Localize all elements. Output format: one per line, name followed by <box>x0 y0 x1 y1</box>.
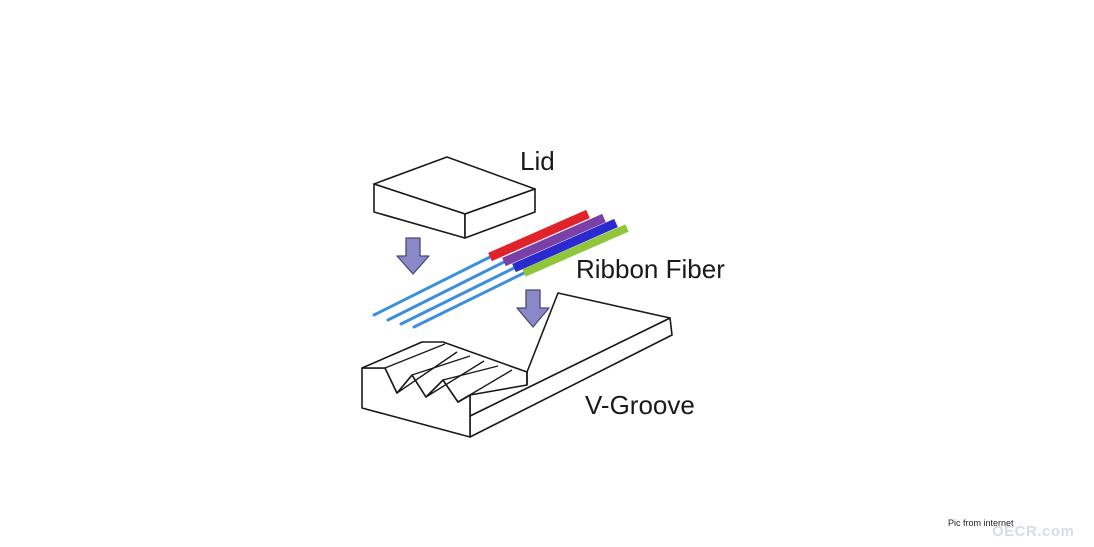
lid-block <box>373 156 536 239</box>
groove-ridge <box>384 343 446 369</box>
lid-side-face <box>464 188 536 239</box>
jacket-purple <box>502 213 606 267</box>
v-groove-label: V-Groove <box>585 390 695 420</box>
fiber-core <box>386 260 506 322</box>
ribbon-fiber <box>372 209 629 329</box>
image-caption: Pic from internet <box>948 518 1014 528</box>
v-groove-substrate <box>361 292 673 438</box>
jacket-green <box>522 224 629 277</box>
down-arrow-icon <box>516 289 550 328</box>
fiber-core <box>412 271 526 329</box>
fiber-jackets <box>488 209 629 277</box>
groove-ridge <box>457 369 513 403</box>
lid-label: Lid <box>520 146 555 176</box>
groove-ridge <box>442 365 499 381</box>
jacket-blue <box>512 218 618 273</box>
ribbon-fiber-label: Ribbon Fiber <box>576 254 725 284</box>
down-arrow-icon <box>396 237 430 275</box>
watermark: OECR.com <box>992 523 1075 540</box>
groove-ridge <box>396 351 458 394</box>
groove-ridge <box>425 360 485 398</box>
jacket-red <box>488 209 590 262</box>
groove-ridge <box>411 355 471 376</box>
fiber-core <box>372 255 492 317</box>
bare-fibers <box>372 255 526 329</box>
fiber-core <box>399 266 516 326</box>
groove-ridges <box>384 343 513 403</box>
